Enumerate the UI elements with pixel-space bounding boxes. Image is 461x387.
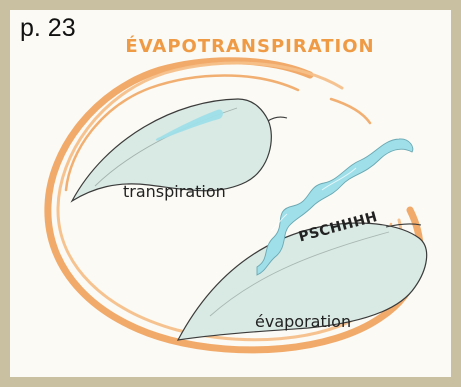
evaporation-label: évaporation [255,312,351,331]
page-title: ÉVAPOTRANSPIRATION [120,36,380,57]
transpiration-label: transpiration [123,182,226,201]
page-number: p. 23 [20,14,76,43]
